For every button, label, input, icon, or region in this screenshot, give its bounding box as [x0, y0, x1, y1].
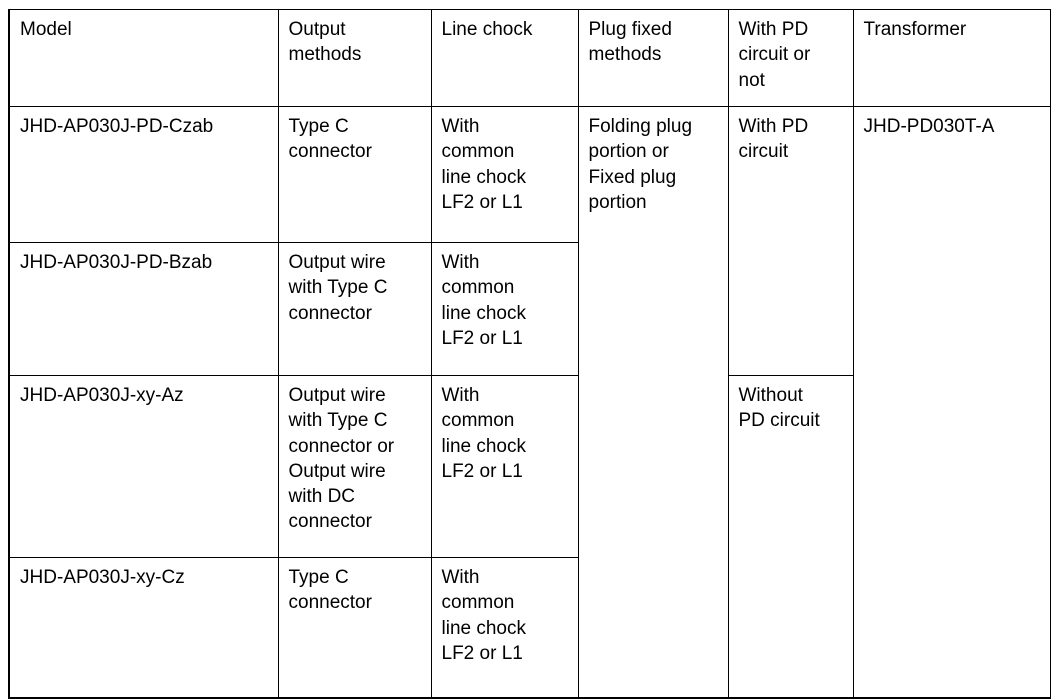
table-row: JHD-AP030J-PD-Czab Type C connector With…: [8, 106, 1051, 699]
column-header-plug-fixed-methods: Plug fixed methods: [577, 9, 729, 107]
cell-model: JHD-AP030J-xy-Cz: [8, 557, 279, 699]
cell-output-methods: Output wire with Type C connector or Out…: [277, 375, 432, 558]
column-header-pd-circuit-label: With PD circuit or not: [738, 19, 811, 91]
cell-transformer-merged: JHD-PD030T-A: [852, 106, 1051, 699]
cell-pd-circuit-with-value: With PD circuit: [738, 116, 809, 163]
cell-line-chock: With common line chock LF2 or L1: [430, 557, 579, 699]
cell-line-chock: With common line chock LF2 or L1: [430, 375, 579, 558]
column-header-output-methods: Output methods: [277, 9, 432, 107]
cell-model-value: JHD-AP030J-PD-Czab: [20, 116, 214, 137]
cell-line-chock: With common line chock LF2 or L1: [430, 242, 579, 376]
cell-pd-circuit-without-merged: Without PD circuit: [727, 375, 854, 699]
cell-line-chock-value: With common line chock LF2 or L1: [441, 116, 527, 213]
cell-output-methods-value: Output wire with Type C connector or Out…: [288, 385, 395, 533]
column-header-plug-fixed-methods-label: Plug fixed methods: [588, 19, 672, 66]
cell-pd-circuit-without-value: Without PD circuit: [738, 385, 820, 432]
cell-transformer-value: JHD-PD030T-A: [863, 116, 995, 137]
column-header-transformer: Transformer: [852, 9, 1051, 107]
cell-model: JHD-AP030J-PD-Bzab: [8, 242, 279, 376]
cell-model: JHD-AP030J-xy-Az: [8, 375, 279, 558]
cell-output-methods: Type C connector: [277, 557, 432, 699]
column-header-line-chock: Line chock: [430, 9, 579, 107]
column-header-line-chock-label: Line chock: [441, 19, 533, 40]
cell-output-methods-value: Output wire with Type C connector: [288, 252, 388, 324]
cell-line-chock-value: With common line chock LF2 or L1: [441, 385, 527, 482]
cell-line-chock-value: With common line chock LF2 or L1: [441, 567, 527, 664]
cell-model-value: JHD-AP030J-xy-Az: [20, 385, 184, 406]
cell-plug-fixed-methods-value: Folding plug portion or Fixed plug porti…: [588, 116, 693, 213]
cell-output-methods: Type C connector: [277, 106, 432, 243]
table-header-row: Model Output methods Line chock Plug fix…: [8, 9, 1051, 107]
column-header-output-methods-label: Output methods: [288, 19, 362, 66]
cell-output-methods-value: Type C connector: [288, 116, 372, 163]
spec-table-wrapper: Model Output methods Line chock Plug fix…: [8, 9, 1051, 699]
product-specification-table: Model Output methods Line chock Plug fix…: [8, 9, 1051, 699]
column-header-pd-circuit: With PD circuit or not: [727, 9, 854, 107]
cell-pd-circuit-with-merged: With PD circuit: [727, 106, 854, 376]
table-row: JHD-AP030J-xy-Az Output wire with Type C…: [8, 375, 1050, 699]
column-header-model: Model: [8, 9, 279, 107]
cell-plug-fixed-methods-merged: Folding plug portion or Fixed plug porti…: [577, 106, 729, 699]
cell-model-value: JHD-AP030J-PD-Bzab: [20, 252, 213, 273]
cell-output-methods: Output wire with Type C connector: [277, 242, 432, 376]
table-row: JHD-AP030J-PD-Bzab Output wire with Type…: [8, 242, 1050, 376]
cell-line-chock: With common line chock LF2 or L1: [430, 106, 579, 243]
column-header-model-label: Model: [20, 19, 72, 40]
cell-model: JHD-AP030J-PD-Czab: [8, 106, 279, 243]
column-header-transformer-label: Transformer: [863, 19, 967, 40]
cell-output-methods-value: Type C connector: [288, 567, 372, 614]
cell-line-chock-value: With common line chock LF2 or L1: [441, 252, 527, 349]
cell-model-value: JHD-AP030J-xy-Cz: [20, 567, 185, 588]
